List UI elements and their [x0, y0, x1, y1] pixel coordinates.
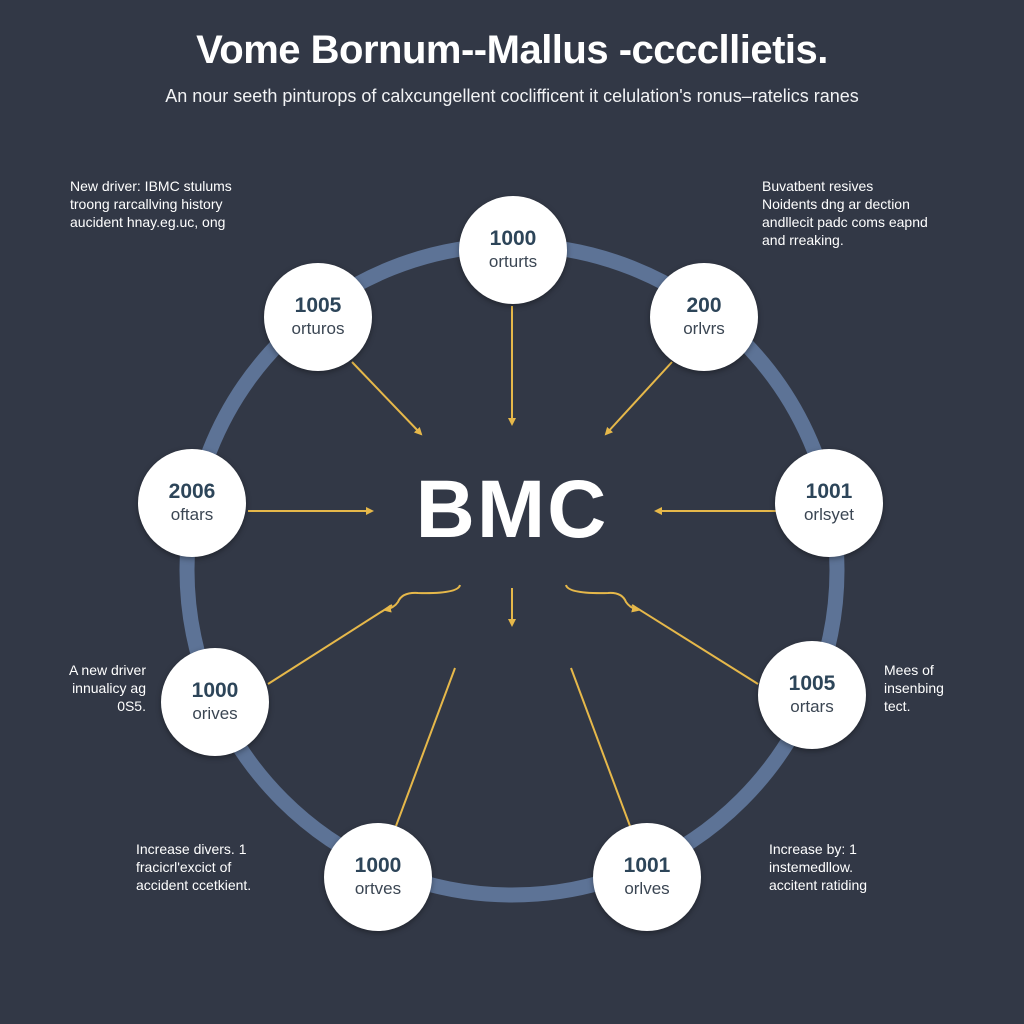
- arrow-upper-right: [604, 361, 673, 436]
- arrow-lower-left-line: [267, 604, 393, 685]
- node-bottom-right: 1001 orlves: [593, 823, 701, 931]
- node-label: orlvrs: [683, 319, 725, 338]
- node-value: 200: [686, 294, 722, 317]
- node-value: 1000: [489, 227, 537, 250]
- arrow-lower-right-line: [631, 604, 759, 685]
- node-label: orlves: [624, 879, 670, 898]
- line-bottom-right: [570, 667, 631, 827]
- line-bottom-left: [395, 667, 456, 827]
- note-top-right: Buvatbent resives Noidents dng ar dectio…: [762, 178, 928, 248]
- note-mid-left: A new driver innualicy ag 0S5.: [68, 662, 146, 714]
- node-label: orives: [192, 704, 238, 723]
- node-label: ortars: [790, 697, 834, 716]
- node-value: 1005: [294, 294, 342, 317]
- node-value: 1000: [354, 854, 402, 877]
- node-right: 1001 orlsyet: [775, 449, 883, 557]
- diagram-title: Vome Bornum--Mallus -ccccllietis.: [196, 28, 828, 72]
- node-value: 1005: [788, 672, 836, 695]
- diagram-subtitle: An nour seeth pinturops of calxcungellen…: [165, 86, 859, 106]
- node-upper-left: 1005 orturos: [264, 263, 372, 371]
- note-mid-right: Mees of insenbing tect.: [884, 662, 944, 714]
- note-bottom-right: Increase by: 1 instemedllow. accitent ra…: [769, 841, 868, 893]
- node-value: 2006: [168, 480, 216, 503]
- node-label: orturts: [488, 252, 538, 271]
- node-lower-right: 1005 ortars: [758, 641, 866, 749]
- note-bottom-left: Increase divers. 1 fracicrl'excict of ac…: [136, 841, 252, 893]
- node-label: orturos: [291, 319, 345, 338]
- node-label: oftars: [170, 505, 214, 524]
- node-value: 1000: [191, 679, 239, 702]
- arrow-lower-left: [383, 584, 461, 613]
- arrow-upper-left: [351, 361, 423, 436]
- node-label: ortves: [354, 879, 402, 898]
- node-value: 1001: [805, 480, 853, 503]
- center-label: BMC: [415, 464, 609, 555]
- arrow-lower-right: [565, 584, 640, 613]
- node-upper-right: 200 orlvrs: [650, 263, 758, 371]
- node-label: orlsyet: [803, 505, 855, 524]
- node-bottom-left: 1000 ortves: [324, 823, 432, 931]
- node-left: 2006 oftars: [138, 449, 246, 557]
- node-top: 1000 orturts: [459, 196, 567, 304]
- note-top-left: New driver: IBMC stulums troong rarcallv…: [70, 178, 232, 230]
- node-value: 1001: [623, 854, 671, 877]
- node-lower-left: 1000 orives: [161, 648, 269, 756]
